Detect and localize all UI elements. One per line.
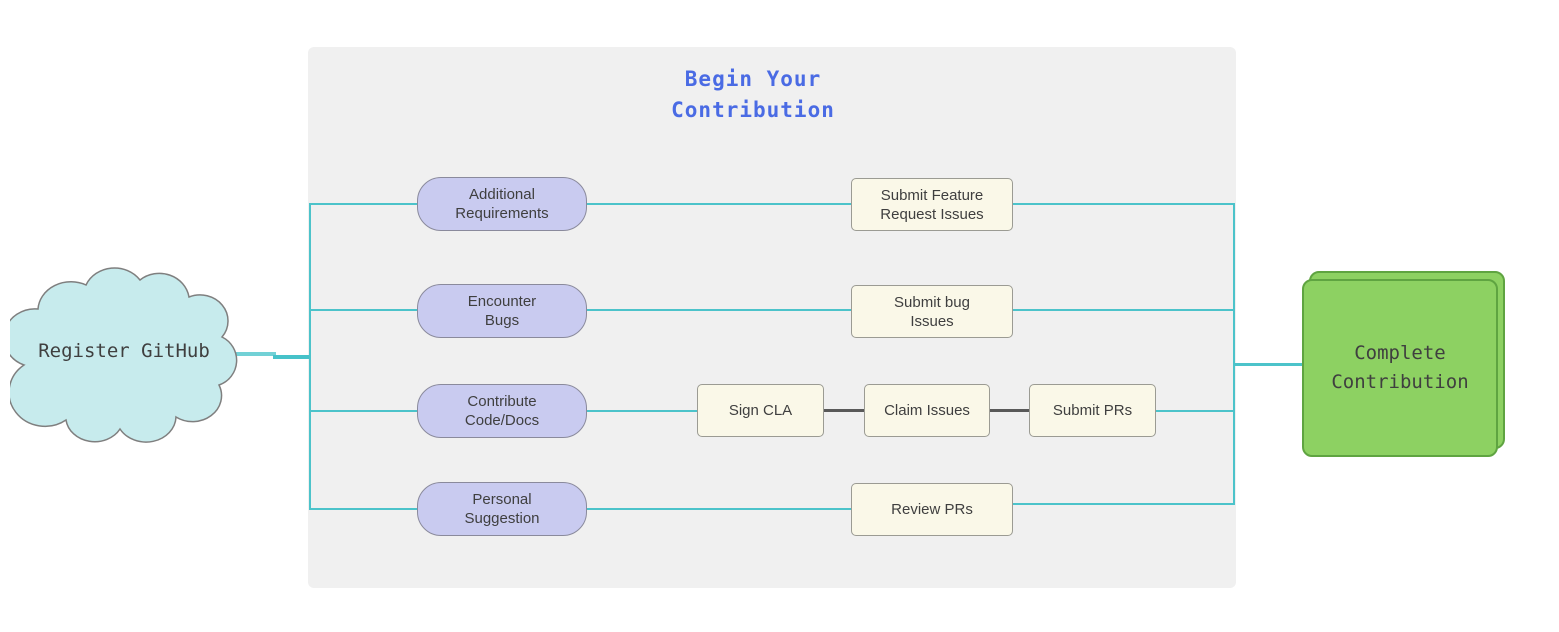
node-encounter-bugs: Encounter Bugs <box>417 284 587 338</box>
node-label-line: Sign CLA <box>728 402 793 419</box>
edge-signcla-claimissues <box>823 409 865 412</box>
panel-title-line1: Begin Your <box>684 67 822 91</box>
node-submit-feature-request-issues: Submit Feature Request Issues <box>851 178 1013 231</box>
edge-row4-left <box>310 508 418 510</box>
trunk-left <box>309 203 311 510</box>
edge-row1-left <box>310 203 418 205</box>
edge-row3-right <box>1154 410 1234 412</box>
node-submit-bug-issues: Submit bug Issues <box>851 285 1013 338</box>
panel-title-line2: Contribution <box>671 98 835 122</box>
cloud-label: Register GitHub <box>38 340 210 362</box>
edge-row4-mid <box>586 508 852 510</box>
node-label-line: Code/Docs <box>464 412 540 429</box>
edge-claimissues-submitprs <box>989 409 1030 412</box>
edge-cloud-to-trunk-a <box>234 352 276 356</box>
node-label-line: Review PRs <box>891 501 973 518</box>
edge-row4-right <box>1012 503 1234 505</box>
start-node: Register GitHub <box>3 253 238 449</box>
panel-title: Begin Your Contribution <box>308 64 1198 126</box>
cloud-shape <box>3 267 238 443</box>
node-claim-issues: Claim Issues <box>864 384 990 437</box>
node-review-prs: Review PRs <box>851 483 1013 536</box>
node-label-line: Requirements <box>455 205 549 222</box>
node-submit-prs: Submit PRs <box>1029 384 1156 437</box>
end-node-label-line1: Complete <box>1354 342 1446 364</box>
edge-row2-mid <box>586 309 852 311</box>
node-label-line: Submit Feature <box>880 186 984 204</box>
edge-row3-left <box>310 410 418 412</box>
node-label-line: Contribute <box>467 393 537 410</box>
trunk-right <box>1233 203 1235 505</box>
node-label-line: Suggestion <box>464 510 540 527</box>
node-label-line: Encounter <box>467 293 537 310</box>
node-additional-requirements: Additional Requirements <box>417 177 587 231</box>
end-node-label-line2: Contribution <box>1331 371 1469 393</box>
node-label-line: Issues <box>910 312 954 330</box>
node-sign-cla: Sign CLA <box>697 384 824 437</box>
edge-trunk-to-end <box>1235 363 1302 366</box>
node-contribute-code-docs: Contribute Code/Docs <box>417 384 587 438</box>
edge-row2-right <box>1012 309 1234 311</box>
node-label-line: Claim Issues <box>884 402 970 419</box>
node-personal-suggestion: Personal Suggestion <box>417 482 587 536</box>
edge-row1-right <box>1012 203 1234 205</box>
end-node: Complete Contribution <box>1302 279 1498 457</box>
node-label-line: Request Issues <box>880 205 984 223</box>
edge-cloud-to-trunk-b <box>273 355 311 359</box>
edge-row3-mid <box>586 410 698 412</box>
node-label-line: Additional <box>469 186 535 203</box>
edge-row1-mid <box>586 203 852 205</box>
node-label-line: Personal <box>472 491 532 508</box>
edge-row2-left <box>310 309 418 311</box>
node-label-line: Submit bug <box>894 293 970 311</box>
node-label-line: Bugs <box>484 312 520 329</box>
node-label-line: Submit PRs <box>1052 402 1133 419</box>
